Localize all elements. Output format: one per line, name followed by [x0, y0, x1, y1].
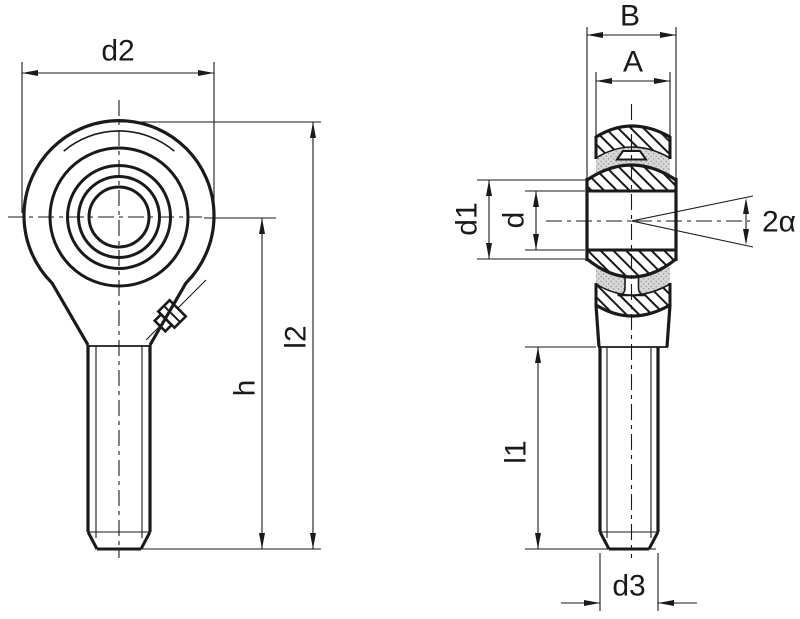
dim-label-d: d: [498, 212, 531, 229]
dim-B: B: [586, 0, 677, 178]
d2-arrow-left: [22, 70, 38, 76]
neck-left: [594, 304, 601, 348]
A-arrow-left: [596, 78, 612, 84]
dim-h: h: [204, 217, 276, 549]
dim-d2: d2: [21, 35, 215, 218]
dim-d1: d1: [451, 179, 586, 260]
dim-label-l2: l2: [280, 325, 313, 348]
l1-arrow-bottom: [535, 533, 541, 549]
dim-label-A: A: [623, 46, 643, 79]
dim-label-h: h: [229, 380, 262, 397]
B-arrow-left: [587, 32, 603, 38]
dim-label-B: B: [620, 0, 640, 33]
dim-d: d: [498, 190, 585, 251]
bore-circle: [87, 185, 151, 249]
d1-arrow-top: [486, 180, 492, 196]
l2-arrow-top: [310, 122, 316, 138]
race-top-boundary: [595, 146, 671, 159]
chamfer-right: [139, 531, 152, 550]
d-arrow-top: [533, 191, 539, 207]
head-chamfer-arc: [63, 130, 175, 152]
cone-line-bottom: [631, 220, 754, 248]
h-arrow-top: [259, 218, 265, 234]
d1-arrow-bottom: [486, 243, 492, 259]
dim-l2: l2: [119, 121, 321, 550]
chamfer-left: [598, 531, 611, 550]
dim-label-d2: d2: [101, 35, 134, 68]
dim-A: A: [595, 46, 671, 136]
dim-label-d3: d3: [612, 570, 645, 603]
d3-arrow-left: [584, 600, 600, 606]
housing-top-arc: [595, 124, 671, 139]
chamfer-right: [647, 531, 660, 550]
housing-bottom-arc: [595, 303, 671, 318]
dim-label-2alpha: 2α: [762, 206, 796, 239]
front-view: d2 l2 h: [8, 35, 321, 558]
side-view-section: B A d1 d: [451, 0, 796, 611]
housing-bore-circle: [48, 146, 190, 288]
dim-l1: l1: [500, 346, 656, 550]
race-bottom-boundary: [595, 283, 671, 296]
dim-d3: d3: [561, 553, 697, 611]
cone-line-top: [631, 195, 754, 222]
l1-arrow-top: [535, 347, 541, 363]
h-arrow-bottom: [259, 533, 265, 549]
chamfer-left: [86, 531, 99, 550]
dim-label-l1: l1: [500, 440, 533, 463]
dim-label-d1: d1: [451, 202, 484, 235]
A-arrow-right: [654, 78, 670, 84]
d-arrow-bottom: [533, 234, 539, 250]
2alpha-arrow-bottom: [743, 229, 749, 245]
front-thread-shank: [86, 345, 152, 551]
dim-2alpha: 2α: [631, 195, 796, 248]
housing-top-section: [596, 126, 670, 158]
head-outer-contour: [22, 119, 216, 346]
neck-right: [665, 304, 672, 348]
grease-nipple: [145, 279, 207, 341]
d2-arrow-right: [198, 70, 214, 76]
2alpha-arrow-top: [743, 198, 749, 214]
race-edge-circle: [77, 175, 161, 259]
ball-sphere-circle: [66, 164, 172, 270]
housing-bottom-section: [596, 284, 670, 316]
nipple-hex-edge: [163, 305, 181, 323]
B-arrow-right: [660, 32, 676, 38]
race-top: [596, 147, 670, 176]
side-thread-shank: [594, 304, 672, 551]
d3-arrow-right: [658, 600, 674, 606]
l2-arrow-bottom: [310, 533, 316, 549]
